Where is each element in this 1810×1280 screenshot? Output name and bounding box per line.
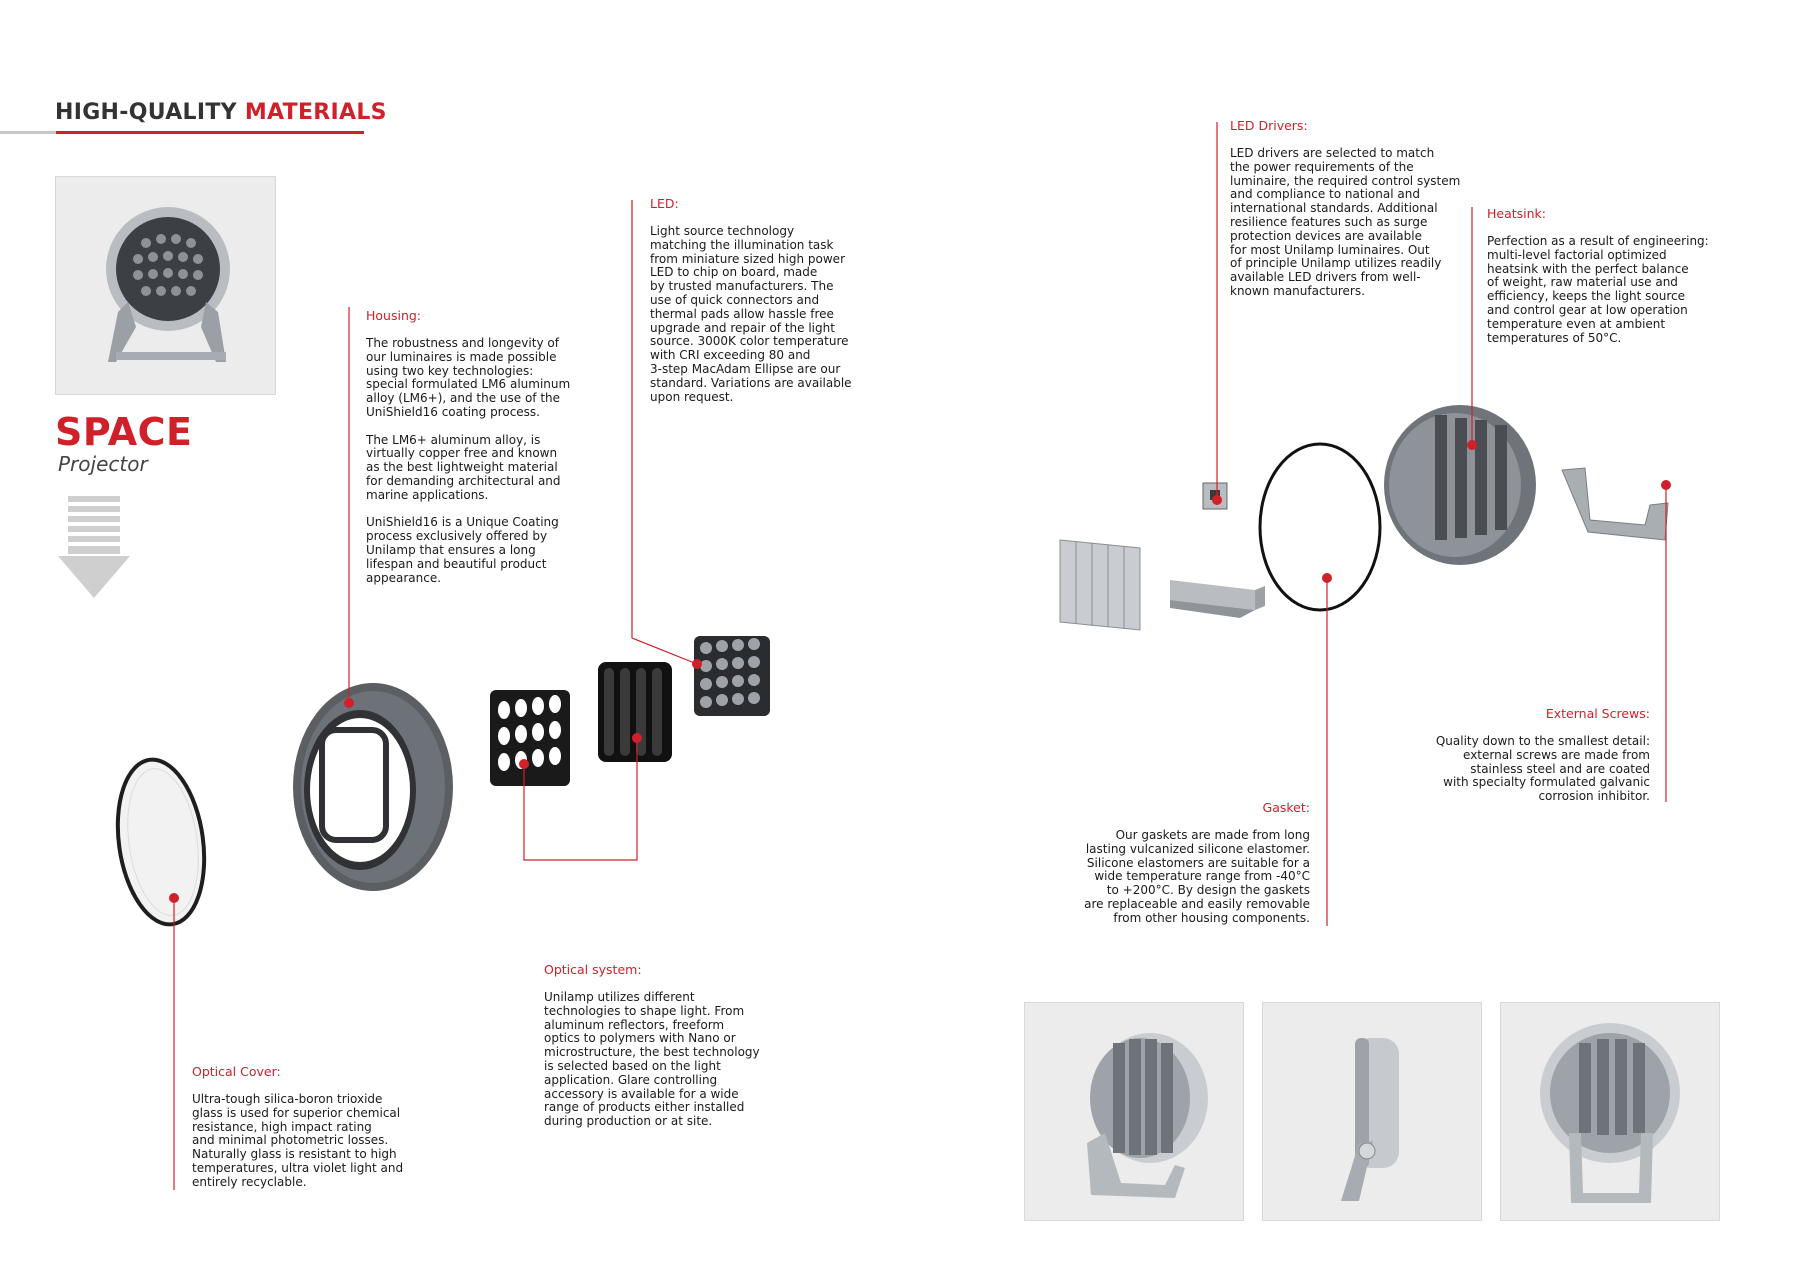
section-heatsink: Heatsink: Perfection as a result of engi… — [1487, 206, 1717, 345]
down-arrow-icon — [58, 496, 130, 598]
section-optical-system: Optical system: Unilamp utilizes differe… — [544, 962, 774, 1129]
led-drivers-title: LED Drivers: — [1230, 118, 1308, 133]
header-underline-grey — [0, 131, 56, 134]
led-plate-image — [1059, 539, 1141, 631]
gasket-image — [1258, 442, 1382, 612]
projector-rear-angle-image — [1087, 1033, 1208, 1198]
title-part-2: MATERIALS — [244, 100, 387, 125]
section-gasket: Gasket: Our gaskets are made from long l… — [1060, 800, 1310, 926]
title-part-1: HIGH-QUALITY — [55, 100, 245, 125]
led-body: Light source technology matching the ill… — [650, 224, 852, 404]
section-led-drivers: LED Drivers: LED drivers are selected to… — [1230, 118, 1470, 299]
product-name: SPACE — [55, 410, 193, 454]
header-underline-red — [56, 131, 364, 134]
optical-cover-body: Ultra-tough silica-boron trioxide glass … — [192, 1092, 404, 1189]
leader-dots — [169, 440, 1671, 903]
optical-system-body: Unilamp utilizes different technologies … — [544, 990, 760, 1129]
product-type: Projector — [58, 452, 148, 476]
lens-array-image — [598, 662, 672, 762]
heatsink-body: Perfection as a result of engineering: m… — [1487, 234, 1709, 345]
product-view-side — [1262, 1002, 1482, 1221]
optical-system-title: Optical system: — [544, 962, 642, 977]
optical-cover-title: Optical Cover: — [192, 1064, 281, 1079]
heatsink-title: Heatsink: — [1487, 206, 1547, 221]
section-led: LED: Light source technology matching th… — [650, 196, 870, 404]
led-board-image — [694, 636, 770, 716]
heatsink-image — [1384, 405, 1536, 565]
housing-title: Housing: — [366, 308, 422, 323]
product-thumbnail — [55, 176, 276, 395]
projector-side-image — [1341, 1038, 1399, 1201]
gasket-title: Gasket: — [1262, 800, 1310, 815]
leader-lines — [173, 122, 1667, 1190]
driver-bracket-image — [1170, 580, 1265, 618]
product-view-rear — [1500, 1002, 1720, 1221]
section-optical-cover: Optical Cover: Ultra-tough silica-boron … — [192, 1064, 422, 1190]
gasket-body: Our gaskets are made from long lasting v… — [1084, 828, 1310, 925]
projector-rear-image — [1540, 1023, 1680, 1203]
led-driver-image — [1202, 482, 1228, 510]
housing-image — [293, 683, 453, 891]
mounting-bracket-image — [1561, 467, 1669, 541]
projector-front-image — [106, 207, 230, 362]
housing-body: The robustness and longevity of our lumi… — [366, 336, 571, 585]
section-external-screws: External Screws: Quality down to the sma… — [1420, 706, 1650, 804]
page-title: HIGH-QUALITY MATERIALS — [55, 100, 387, 125]
product-view-rear-angle — [1024, 1002, 1244, 1221]
section-housing: Housing: The robustness and longevity of… — [366, 308, 586, 585]
optical-cover-image — [115, 757, 207, 927]
external-screws-body: Quality down to the smallest detail: ext… — [1435, 734, 1650, 804]
led-title: LED: — [650, 196, 679, 211]
external-screws-title: External Screws: — [1545, 706, 1650, 721]
optical-system-image — [490, 690, 570, 786]
led-drivers-body: LED drivers are selected to match the po… — [1230, 146, 1461, 298]
